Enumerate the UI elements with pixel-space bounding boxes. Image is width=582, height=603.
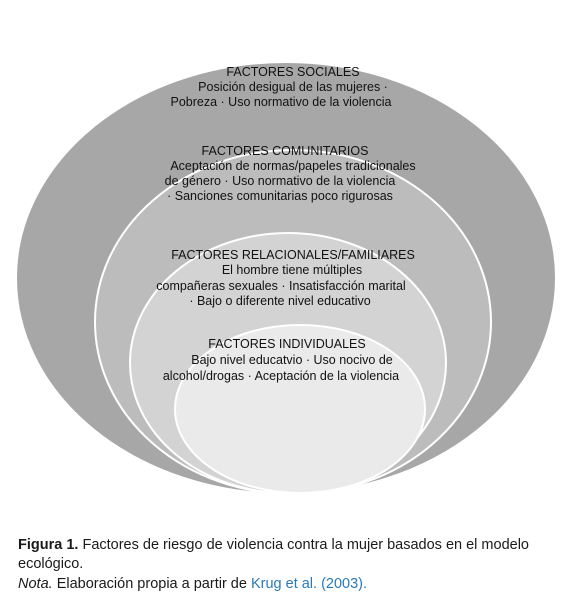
layer-relational-line-1: El hombre tiene múltiples	[222, 263, 362, 277]
layer-individual-line-1: Bajo nivel educatvio · Uso nocivo de	[191, 353, 393, 367]
note-text: Elaboración propia a partir de	[52, 576, 251, 592]
layer-social-line-2: Pobreza · Uso normativo de la violencia	[171, 95, 392, 109]
layer-community-title: FACTORES COMUNITARIOS	[202, 144, 369, 158]
layer-individual-title: FACTORES INDIVIDUALES	[208, 337, 365, 351]
layer-relational-title: FACTORES RELACIONALES/FAMILIARES	[171, 248, 415, 262]
layer-relational-line-2: compañeras sexuales · Insatisfacción mar…	[156, 279, 405, 293]
layer-community-line-1: Aceptación de normas/papeles tradicional…	[170, 159, 415, 173]
figure-caption: Figura 1. Factores de riesgo de violenci…	[18, 536, 574, 574]
layer-community-line-2: de género · Uso normativo de la violenci…	[165, 174, 396, 188]
layer-relational-line-3: · Bajo o diferente nivel educativo	[189, 294, 370, 308]
ecological-model-diagram: FACTORES SOCIALES Posición desigual de l…	[15, 61, 557, 495]
figure-label: Figura 1.	[18, 537, 79, 553]
layer-social-title: FACTORES SOCIALES	[226, 65, 359, 79]
layer-community-line-3: · Sanciones comunitarias poco rigurosas	[167, 189, 393, 203]
figure-caption-text: Factores de riesgo de violencia contra l…	[18, 537, 529, 572]
layer-individual-line-2: alcohol/drogas · Aceptación de la violen…	[163, 369, 399, 383]
note-label: Nota.	[18, 576, 53, 592]
reference-link[interactable]: Krug et al. (2003).	[250, 576, 368, 592]
figure-note: Nota. Elaboración propia a partir de Kru…	[18, 575, 574, 594]
layer-individual-ellipse	[174, 324, 426, 494]
layer-social-line-1: Posición desigual de las mujeres ·	[198, 80, 388, 94]
